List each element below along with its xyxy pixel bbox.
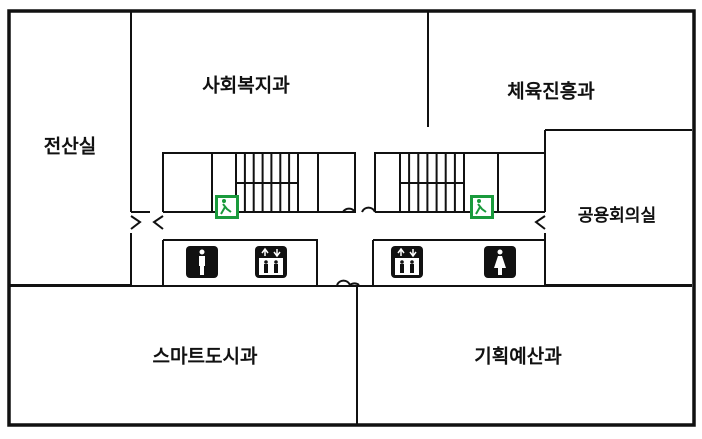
room-label-sports: 체육진흥과 (507, 80, 595, 103)
emergency-exit-icon (470, 195, 494, 219)
elevator-icon (255, 246, 287, 278)
outer-wall (7, 9, 696, 427)
room-label-smart-city: 스마트도시과 (153, 346, 258, 368)
room-label-computer-room: 전산실 (44, 136, 96, 158)
stairs-left (235, 153, 299, 212)
stair-treads (235, 153, 299, 212)
room-label-planning-budget: 기획예산과 (474, 346, 562, 368)
room-label-meeting-room: 공용회의실 (578, 206, 656, 226)
men-restroom-icon (186, 246, 218, 278)
walls (10, 11, 692, 425)
emergency-exit-icon (215, 195, 239, 219)
stair-treads (399, 153, 465, 212)
stairs-right (399, 153, 465, 212)
women-restroom-icon (484, 246, 516, 278)
room-label-social-welfare: 사회복지과 (202, 75, 290, 97)
doors (130, 206, 546, 286)
elevator-icon (391, 246, 423, 278)
